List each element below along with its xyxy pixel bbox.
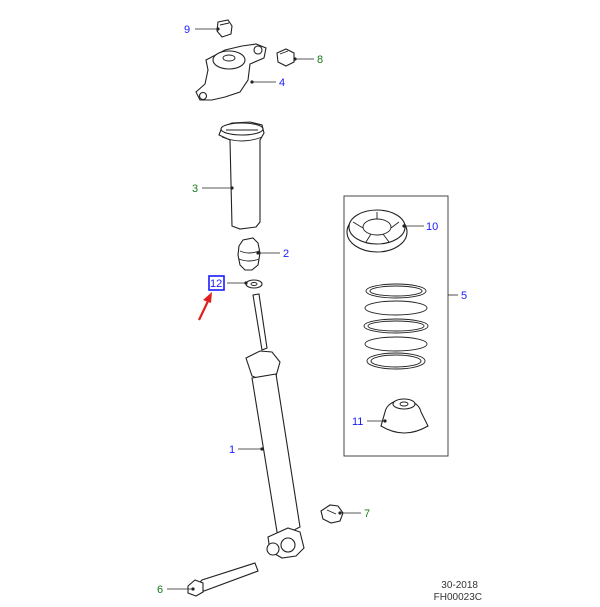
part-12-washer: [245, 279, 263, 289]
callout-6: 6: [157, 584, 163, 596]
callout-4: 4: [279, 77, 285, 89]
part-2-bump-stop: [237, 237, 261, 271]
part-11-lower-spring-seat: [380, 398, 429, 434]
part-6-bolt: [187, 562, 259, 597]
callout-9: 9: [184, 24, 190, 36]
part-4-upper-mount: [195, 43, 267, 101]
footer-code: 30-2018: [441, 580, 478, 591]
callout-5: 5: [461, 290, 467, 302]
leader-lines: [167, 27, 458, 591]
callout-7: 7: [364, 508, 370, 520]
footer-ref: FH00023C: [433, 592, 482, 603]
callout-3: 3: [192, 183, 198, 195]
callout-10: 10: [426, 221, 438, 233]
red-arrow-icon: [198, 292, 212, 321]
part-10-upper-spring-seat: [346, 209, 408, 253]
callout-1: 1: [229, 444, 235, 456]
callout-8: 8: [317, 54, 323, 66]
part-3-dust-boot: [218, 121, 265, 230]
callout-11: 11: [352, 416, 363, 428]
callout-12: 12: [210, 278, 222, 290]
part-8-nut: [276, 48, 295, 67]
spring-kit-frame: [343, 195, 449, 457]
part-1-shock-absorber: [245, 293, 305, 559]
part-7-nut: [320, 504, 344, 524]
part-12-highlight-box: [208, 275, 225, 291]
part-9-nut: [216, 19, 233, 38]
callout-2: 2: [283, 248, 289, 260]
part-5-coil-spring: [363, 283, 429, 370]
